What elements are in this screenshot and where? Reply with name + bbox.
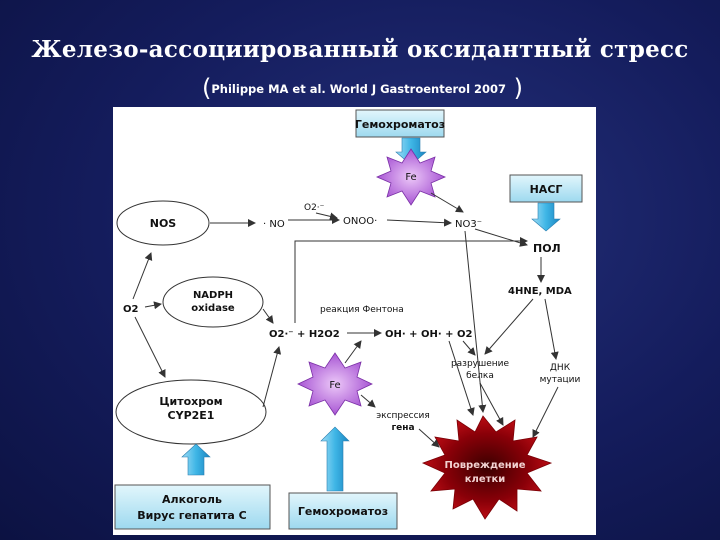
arrow-no3-to-pol [474,228,528,247]
alcohol-box [114,484,271,530]
cyp-label-1: Цитохром [159,395,222,408]
fe-top-star [375,148,447,206]
dna-label-2: мутации [540,375,581,385]
fe-top-label: Fe [405,172,416,183]
fe-bottom-star [297,352,373,416]
arrow-o2-to-nos [132,252,153,300]
gene-label-2: гена [391,423,414,433]
slide-title: Железо-ассоциированный оксидантный стрес… [31,36,689,63]
arrow-hne-to-protein [484,298,534,355]
alcohol-label-1: Алкоголь [162,493,222,506]
hemochromatosis-top-box [355,109,445,138]
arrow-dna-to-damage [532,386,559,438]
nos-ellipse [116,200,210,246]
o2-radical-top-label: O2·⁻ [304,203,325,213]
arrow-o2-to-onoo [315,212,338,221]
connectors [132,192,559,448]
onoo-label: ONOO· [343,216,377,227]
hemochromatosis-bottom-box [288,492,398,530]
hemochromatosis-bottom-label: Гемохроматоз [298,505,388,518]
arrow-fe-top-to-no3 [430,192,464,213]
o2-h2o2-label: O2·⁻ + H2O2 [269,329,340,340]
arrow-protein-to-damage [479,382,504,426]
o2-label: O2 [123,304,139,315]
damage-label-1: Повреждение [444,460,525,471]
protein-label-1: разрушение [451,359,510,369]
arrow-alcohol-to-cyp [181,443,211,476]
arrow-cyp-to-o2h2o2 [262,346,282,408]
arrow-hemo-to-fe-bottom [320,426,350,492]
arrow-nash-to-pol [531,202,561,232]
nash-box [509,174,583,203]
no-label: · NO [263,219,285,230]
nadph-ellipse [162,276,264,328]
hemochromatosis-top-label: Гемохроматоз [355,118,445,131]
arrow-gene-to-damage [418,428,440,448]
no3-label: NO3⁻ [455,219,482,230]
hne-mda-label: 4HNE, MDA [508,286,572,297]
nadph-label-1: NADPH [193,290,233,301]
nos-label: NOS [150,217,177,230]
damage-label-2: клетки [465,474,505,485]
fe-bottom-label: Fe [329,380,340,391]
diagram-panel: Гемохроматоз Fe НАСГ NOS · NO O2·⁻ ONOO·… [113,107,596,535]
citation-text: Philippe MA et al. World J Gastroenterol… [211,82,507,96]
arrow-fe-bottom-to-gene [360,394,376,408]
gene-label-1: экспрессия [376,411,430,421]
fenton-label: реакция Фентона [320,305,404,315]
arrow-oh-to-damage [448,340,475,416]
arrow-hne-to-dna [544,298,559,360]
nadph-label-2: oxidase [191,303,235,314]
arrow-fe-bottom-to-fenton [344,340,362,364]
cyp-label-2: CYP2E1 [168,409,215,422]
nash-label: НАСГ [530,183,563,196]
arrow-o2h2o2-to-pol [294,237,528,323]
dna-label-1: ДНК [550,363,571,373]
oh-reaction-label: OH· + OH· + O2 [385,329,473,340]
citation: (Philippe MA et al. World J Gastroentero… [202,74,524,102]
arrow-o2-to-cyp [134,316,166,378]
arrow-o2-to-nadph [144,301,162,310]
arrow-onoo-to-no3 [386,218,452,227]
alcohol-label-2: Вирус гепатита С [137,509,247,522]
cyp-ellipse [115,379,267,445]
arrow-oh-to-protein [462,340,476,356]
arrow-nadph-to-o2h2o2 [262,308,274,324]
arrow-no3-to-damage [464,230,487,413]
diagram-svg: Гемохроматоз Fe НАСГ NOS · NO O2·⁻ ONOO·… [114,109,583,530]
pol-label: ПОЛ [533,242,561,255]
protein-label-2: белка [466,371,494,381]
